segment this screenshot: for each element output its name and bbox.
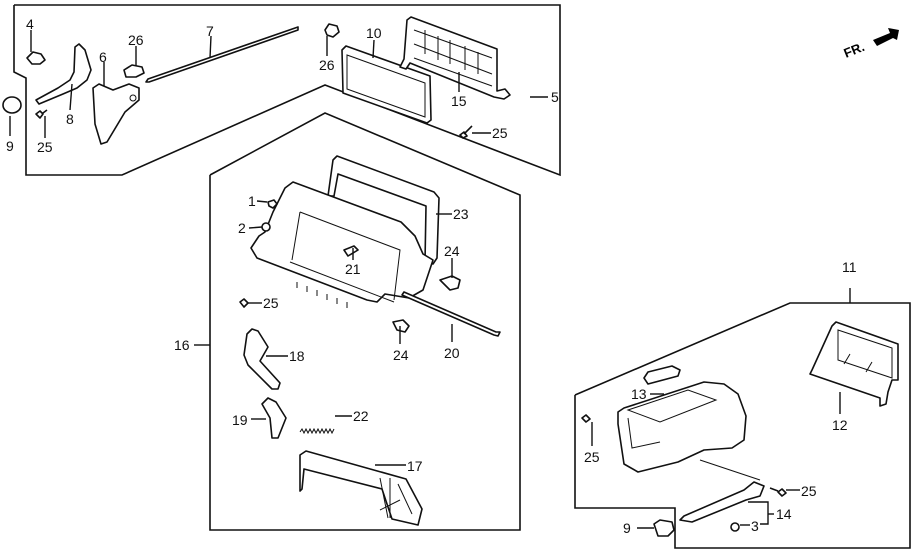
part-25-screw-right xyxy=(769,487,787,497)
part-11-vent-housing-opening xyxy=(626,389,718,449)
callout-11[interactable]: 11 xyxy=(842,259,857,275)
part-26-clip-upper xyxy=(324,23,340,38)
callout-1[interactable]: 1 xyxy=(248,193,256,209)
part-4-clip xyxy=(26,51,46,65)
callout-4[interactable]: 4 xyxy=(26,16,34,32)
callout-12[interactable]: 12 xyxy=(832,417,848,433)
callout-2[interactable]: 2 xyxy=(238,220,246,236)
callout-7[interactable]: 7 xyxy=(206,23,214,39)
callout-25-right[interactable]: 25 xyxy=(801,483,817,499)
part-1-clip xyxy=(267,199,278,209)
callout-15[interactable]: 15 xyxy=(451,93,467,109)
callout-8[interactable]: 8 xyxy=(66,111,74,127)
part-9-cap xyxy=(2,96,22,114)
callout-20[interactable]: 20 xyxy=(444,345,460,361)
callout-17[interactable]: 17 xyxy=(407,458,423,474)
part-12-door xyxy=(809,321,899,407)
callout-10[interactable]: 10 xyxy=(366,25,382,41)
callout-25[interactable]: 25 xyxy=(37,139,53,155)
part-8-lever xyxy=(35,43,92,105)
part-14-link xyxy=(699,459,761,481)
callout-24-lower[interactable]: 24 xyxy=(393,347,409,363)
callout-26-upper[interactable]: 26 xyxy=(319,57,335,73)
front-label: FR. xyxy=(842,39,867,61)
part-3-nut xyxy=(730,522,740,532)
callout-16[interactable]: 16 xyxy=(174,337,190,353)
part-10-gasket xyxy=(341,45,432,124)
part-25-screw-left xyxy=(581,414,591,423)
callout-25-left[interactable]: 25 xyxy=(584,449,600,465)
callout-21[interactable]: 21 xyxy=(345,261,361,277)
front-direction-indicator: FR. xyxy=(842,28,899,61)
part-12-door-inner xyxy=(837,329,893,379)
part-2-grommet xyxy=(261,222,271,232)
callout-9[interactable]: 9 xyxy=(6,138,14,154)
front-arrow-icon xyxy=(873,28,899,46)
part-9-cap-lower xyxy=(653,519,675,537)
part-26-clip xyxy=(123,64,145,78)
part-14-lever xyxy=(679,481,765,523)
callout-25-mid[interactable]: 25 xyxy=(263,295,279,311)
part-16-housing-tabs xyxy=(296,282,348,308)
part-15-panel-grid xyxy=(413,29,493,87)
callout-14[interactable]: 14 xyxy=(776,506,792,522)
leader-lines xyxy=(9,30,851,529)
callout-5[interactable]: 5 xyxy=(551,89,559,105)
part-16-housing-inner xyxy=(289,211,401,303)
part-6-hole xyxy=(129,94,137,102)
part-25-screw xyxy=(35,109,48,119)
callout-labels: 4 26 7 6 8 9 25 26 10 15 5 25 1 2 23 21 … xyxy=(6,16,857,536)
part-16-housing xyxy=(250,181,434,303)
part-24-buffer-lower xyxy=(392,319,410,333)
callout-18[interactable]: 18 xyxy=(289,348,305,364)
part-21-pin xyxy=(343,245,359,257)
callout-24[interactable]: 24 xyxy=(444,243,460,259)
callout-26[interactable]: 26 xyxy=(128,32,144,48)
part-13-grille xyxy=(643,365,681,385)
callout-25-upper[interactable]: 25 xyxy=(492,125,508,141)
callout-6[interactable]: 6 xyxy=(99,49,107,65)
part-19-arm xyxy=(261,397,287,439)
part-20-rod xyxy=(401,291,501,337)
callout-22[interactable]: 22 xyxy=(353,408,369,424)
part-25-screw-upper xyxy=(459,125,473,139)
part-24-buffer-upper xyxy=(439,275,461,291)
part-17-bracket-detail xyxy=(379,477,413,519)
part-10-gasket-inner xyxy=(346,54,426,118)
callout-9-lower[interactable]: 9 xyxy=(623,520,631,536)
assembly-16-frame xyxy=(209,112,521,531)
part-25-screw-mid xyxy=(239,298,249,308)
callout-19[interactable]: 19 xyxy=(232,412,248,428)
part-18-lever xyxy=(243,328,281,390)
callout-23[interactable]: 23 xyxy=(453,206,469,222)
part-11-vent-housing xyxy=(617,381,747,473)
callout-3[interactable]: 3 xyxy=(751,518,759,534)
part-7-rod xyxy=(145,26,299,83)
part-22-spring xyxy=(299,427,335,435)
assembly-11-frame xyxy=(574,302,911,549)
part-6-bracket xyxy=(92,83,140,145)
part-15-panel xyxy=(399,16,511,100)
callout-13[interactable]: 13 xyxy=(631,386,647,402)
part-17-bracket xyxy=(299,450,423,526)
